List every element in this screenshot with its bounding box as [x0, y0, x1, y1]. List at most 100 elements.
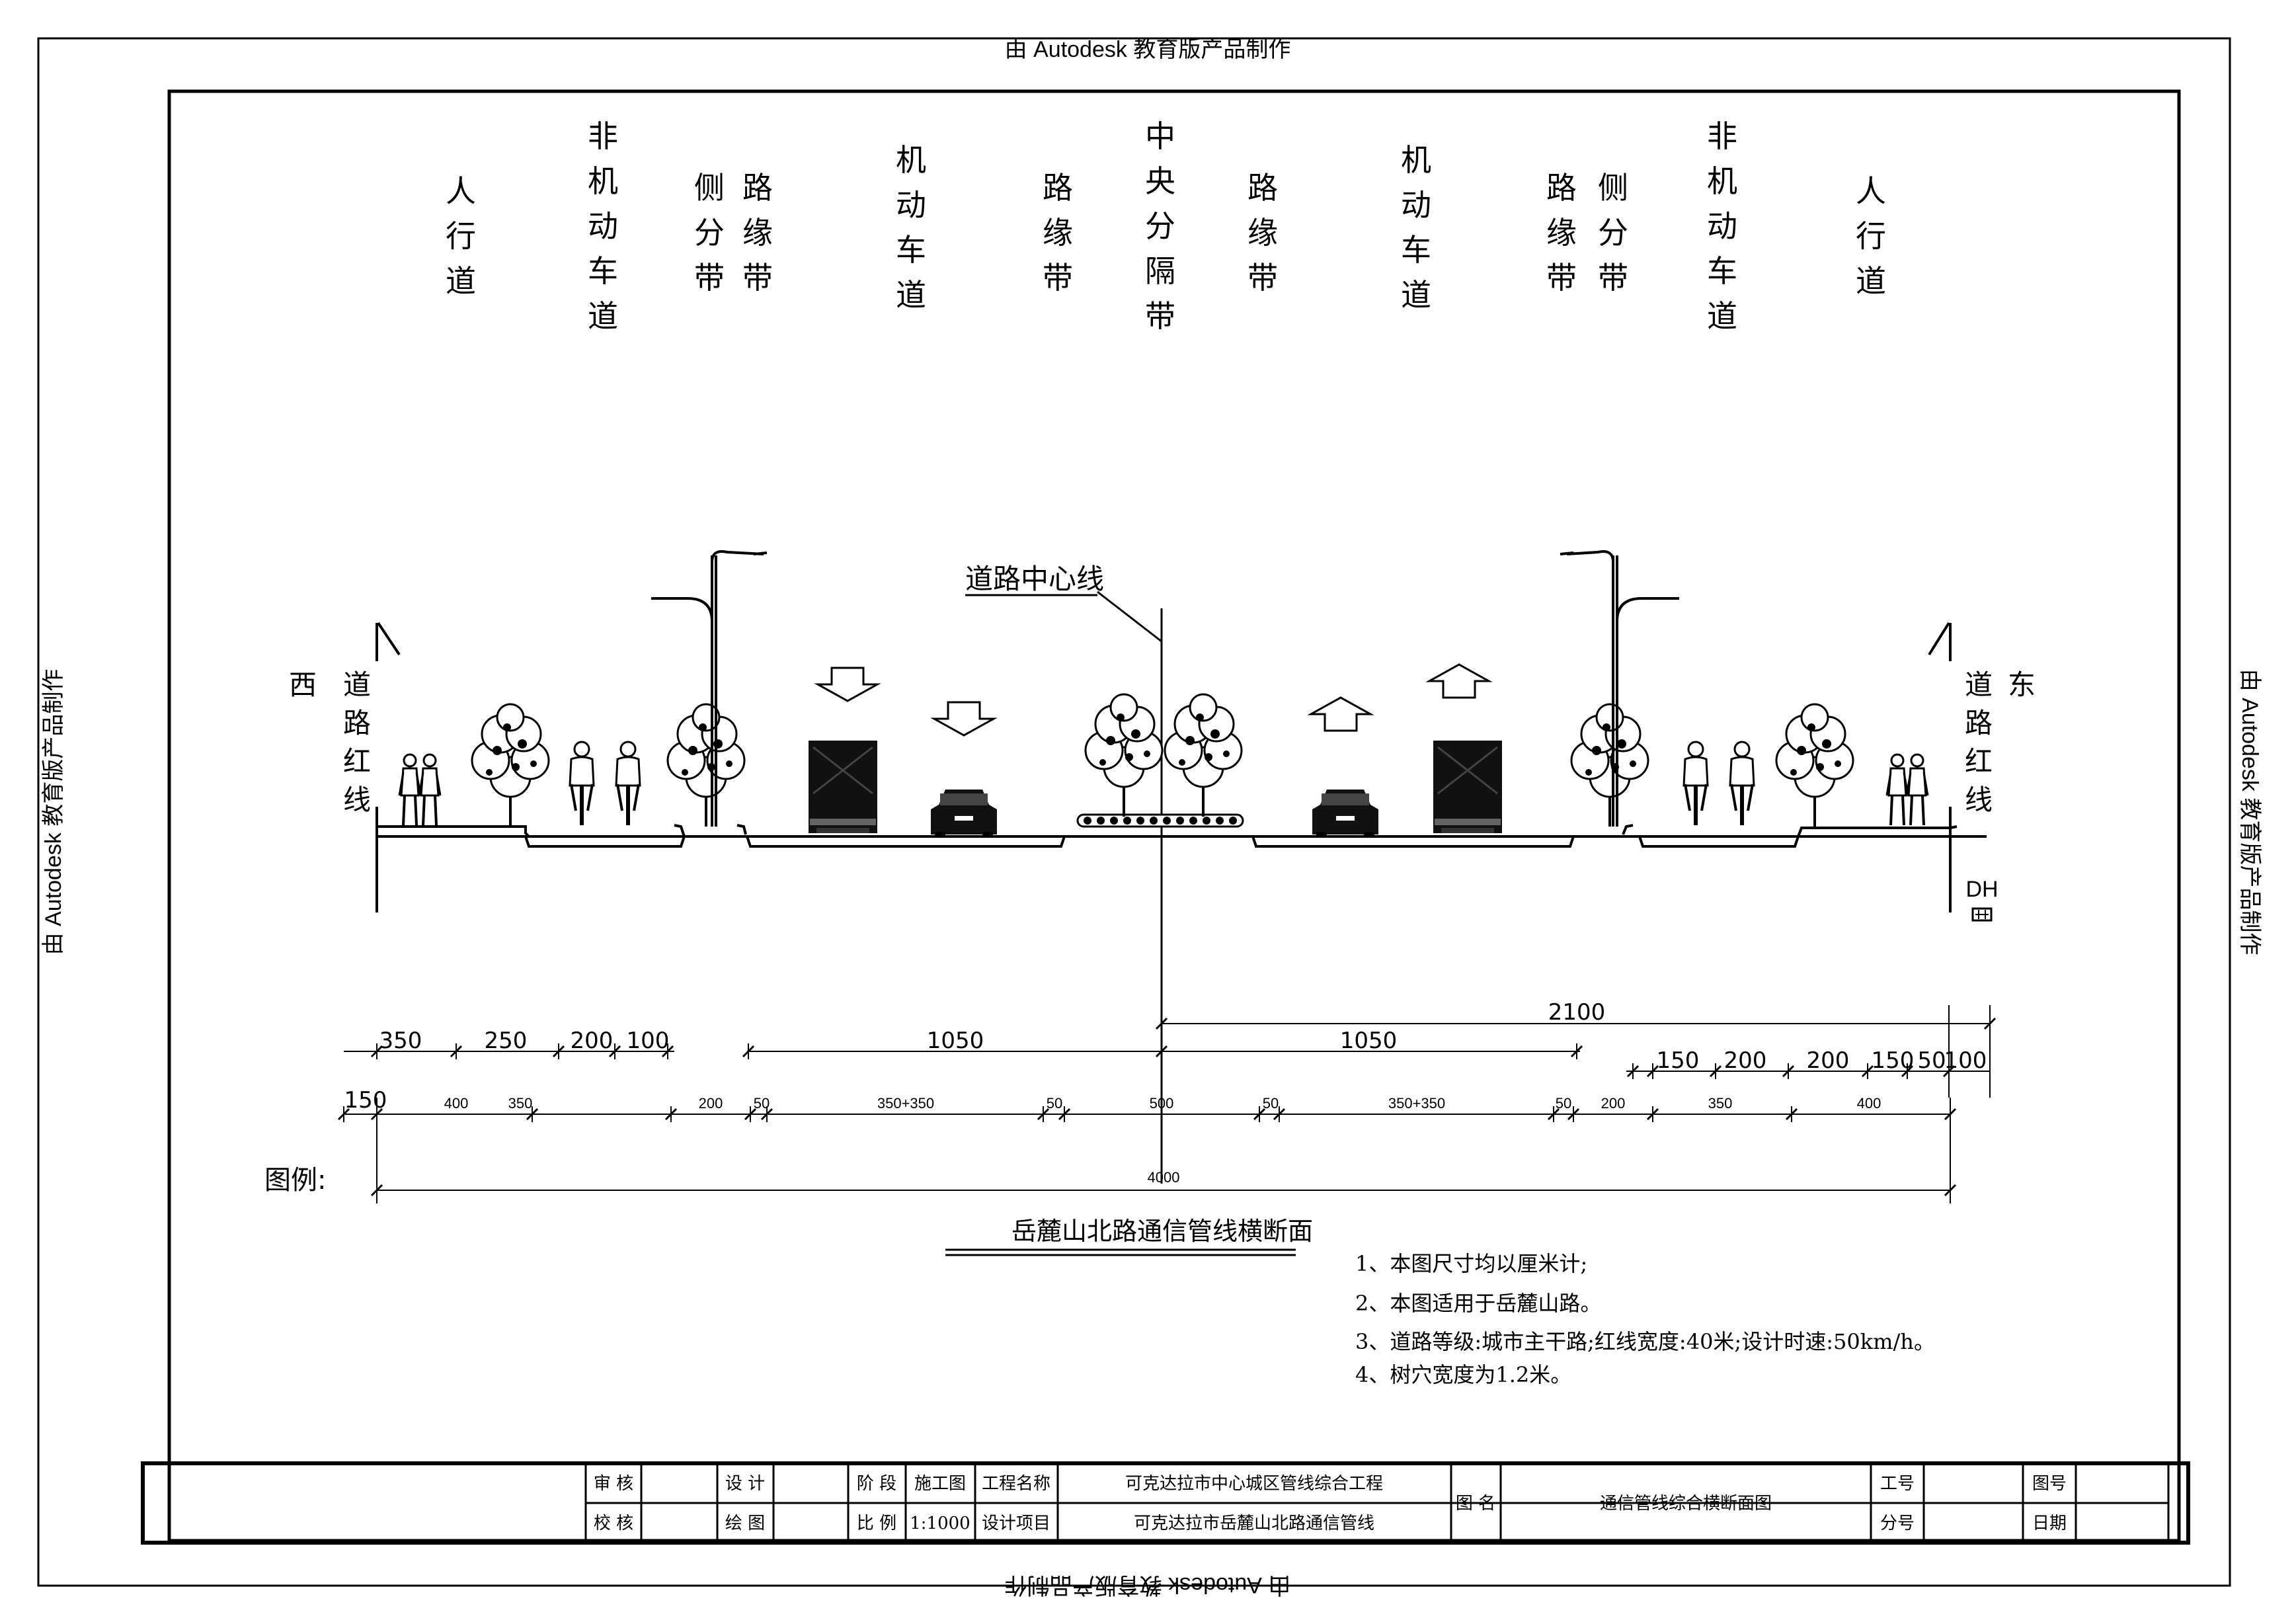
- tb-item-value: 可克达拉市岳麓山北路通信管线: [1134, 1514, 1374, 1533]
- tb-scale-label: 比 例: [857, 1514, 896, 1533]
- dim-row2-value: 50: [754, 1095, 770, 1112]
- notes: 1、本图尺寸均以厘米计; 2、本图适用于岳麓山路。 3、道路等级:城市主干路;红…: [1355, 1251, 1935, 1387]
- tb-stage-label: 阶 段: [857, 1474, 896, 1494]
- zone-label-char: 中: [1145, 118, 1175, 154]
- road-centerline: 道路中心线: [965, 563, 1163, 1184]
- dim-row1-mid-right: 1050: [1340, 1028, 1398, 1054]
- zone-label-char: 行: [446, 218, 476, 254]
- car-icon: [931, 790, 997, 837]
- zone-label-char: 隔: [1145, 253, 1175, 289]
- zone-label-char: 带: [1546, 260, 1577, 296]
- zone-label-char: 车: [1401, 232, 1431, 268]
- pedestrian-icon: [1885, 753, 1909, 827]
- dim-total: 4000: [1148, 1169, 1180, 1186]
- zone-label-char: 车: [896, 232, 926, 268]
- zone-label-char: 分: [1598, 215, 1628, 251]
- zone-label-char: 动: [1707, 208, 1737, 244]
- cyclist-icon: [1730, 742, 1754, 825]
- dim-row1-right-5: 100: [1944, 1047, 1987, 1074]
- dim-row2-value: 500: [1150, 1095, 1174, 1112]
- zone-label-char: 机: [1707, 163, 1737, 199]
- zone-label-char: 道: [1856, 263, 1886, 299]
- zone-label-char: 侧: [694, 170, 725, 206]
- dim-row2-value: 50: [1263, 1095, 1279, 1112]
- dim-row1-left-1: 250: [485, 1028, 528, 1054]
- centerline-label: 道路中心线: [965, 563, 1104, 595]
- red-line-char: 红: [1965, 745, 1993, 778]
- note-3: 3、道路等级:城市主干路;红线宽度:40米;设计时速:50km/h。: [1355, 1329, 1935, 1354]
- note-1: 1、本图尺寸均以厘米计;: [1355, 1251, 1587, 1276]
- zone-label-char: 带: [694, 260, 725, 296]
- tb-job-no-label: 工号: [1880, 1474, 1915, 1494]
- note-4: 4、树穴宽度为1.2米。: [1355, 1362, 1571, 1387]
- zone-label-char: 机: [896, 142, 926, 178]
- dh-label: DH: [1965, 877, 1998, 902]
- zone-label-char: 机: [1401, 142, 1431, 178]
- tb-review: 审 核: [594, 1474, 633, 1494]
- dim-row1-right-4: 50: [1917, 1047, 1946, 1074]
- zone-label-char: 道: [896, 277, 926, 313]
- dim-row2-value: 400: [444, 1095, 469, 1112]
- tb-draw: 绘 图: [725, 1514, 765, 1533]
- red-line-char: 路: [1965, 707, 1993, 739]
- cyclist-icon: [1684, 742, 1708, 825]
- tree-icon: [1164, 693, 1243, 818]
- dim-row1-left-0: 350: [379, 1028, 422, 1054]
- hedge-icon: [1076, 813, 1244, 828]
- zone-label-char: 车: [1707, 253, 1737, 289]
- direction-arrow-icon: [1428, 663, 1490, 699]
- dim-row1-right-3: 150: [1872, 1047, 1915, 1074]
- red-line-char: 道: [1965, 669, 1993, 701]
- dim-row2-value: 350+350: [1388, 1095, 1445, 1112]
- dim-row2-value: 350: [508, 1095, 533, 1112]
- east-label: 东: [2008, 669, 2036, 701]
- zone-labels: 人行道非机动车道侧分带路缘带机动车道路缘带中央分隔带路缘带机动车道路缘带侧分带非…: [446, 118, 1886, 334]
- stamp-bottom: 由 Autodesk 教育版产品制作: [1005, 1572, 1291, 1598]
- pedestrian-icon: [1905, 753, 1929, 827]
- direction-arrow-icon: [816, 667, 879, 702]
- dim-row2-value: 200: [699, 1095, 723, 1112]
- zone-label-char: 分: [1145, 208, 1175, 244]
- dim-row1-left-3: 100: [627, 1028, 670, 1054]
- note-2: 2、本图适用于岳麓山路。: [1355, 1291, 1601, 1316]
- zone-label-char: 道: [588, 298, 618, 334]
- red-line-char: 线: [1965, 784, 1993, 816]
- tree-icon: [666, 703, 746, 828]
- zone-label-char: 非: [1707, 118, 1737, 154]
- zone-label-char: 行: [1856, 218, 1886, 254]
- dim-row1-right-1: 200: [1724, 1047, 1767, 1074]
- zone-label-char: 央: [1145, 163, 1175, 199]
- zone-label-char: 带: [1598, 260, 1628, 296]
- tb-check: 校 核: [594, 1514, 633, 1533]
- dim-row1-left-2: 200: [571, 1028, 614, 1054]
- tb-drawing-name-value: 通信管线综合横断面图: [1600, 1494, 1772, 1514]
- tree-icon: [1570, 703, 1649, 828]
- tb-project-label: 工程名称: [982, 1474, 1050, 1494]
- zone-label-char: 缘: [742, 215, 773, 251]
- tb-drawing-name-label: 图 名: [1456, 1494, 1495, 1514]
- zone-label-char: 人: [446, 173, 476, 209]
- dim-left-150: 150: [344, 1087, 387, 1114]
- car-icon: [1312, 790, 1378, 837]
- tb-sub-no-label: 分号: [1880, 1514, 1915, 1533]
- dim-row2-value: 200: [1601, 1095, 1626, 1112]
- red-line-char: 线: [343, 784, 371, 816]
- zone-label-char: 动: [588, 208, 618, 244]
- tree-icon: [1775, 703, 1854, 828]
- truck-icon: [807, 739, 879, 834]
- dimension-labels: 2100 350 250 200 100 1050 1050 150 200 2…: [344, 999, 1987, 1114]
- zone-label-char: 道: [1707, 298, 1737, 334]
- zone-label-char: 路: [1043, 170, 1073, 206]
- zone-label-char: 道: [1401, 277, 1431, 313]
- outer-frame: [37, 37, 2231, 1587]
- road-surface: [376, 622, 1987, 913]
- dim-row1-right-0: 150: [1657, 1047, 1700, 1074]
- zone-label-char: 机: [588, 163, 618, 199]
- tb-date-label: 日期: [2032, 1514, 2067, 1533]
- dh-marker-icon: [1971, 907, 1993, 922]
- stamp-left: 由 Autodesk 教育版产品制作: [41, 669, 66, 955]
